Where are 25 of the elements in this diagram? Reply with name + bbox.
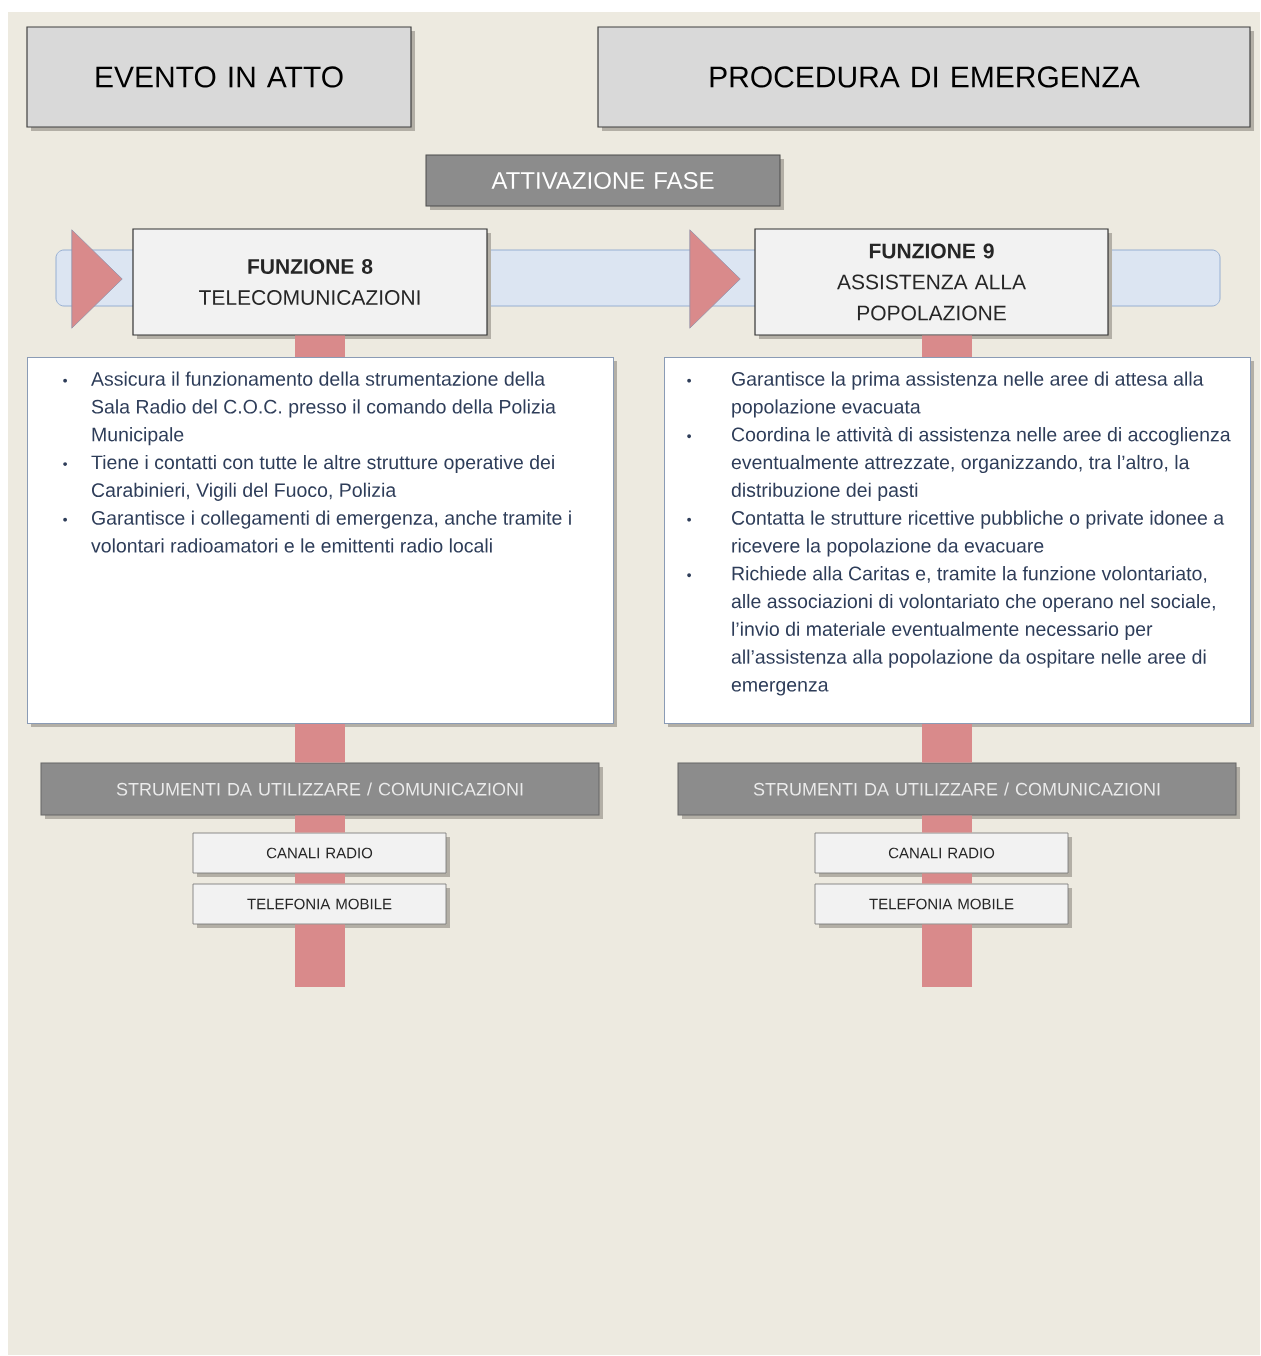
tool-box: CANALI RADIO — [814, 832, 1072, 877]
function-box: FUNZIONE 8 TELECOMUNICAZIONI — [132, 228, 491, 339]
connector-bar — [922, 873, 972, 884]
triangle-marker — [71, 229, 123, 329]
tools-banner: STRUMENTI DA UTILIZZARE / COMUNICAZIONI — [40, 762, 603, 819]
connector-bar — [295, 873, 345, 884]
task-list-box: Assicura il funzionamento della strumentazione della Sala Radio del C.O.C. presso il comando della Polizia Municipale Tiene i contatti con tutte le altre strutture operative dei Carabinieri, Vigili del Fuoco, Polizia Garantisce i collegamenti di emergenza, anche tramite i volontari radioamatori e le emittenti radio locali — [27, 357, 617, 727]
title-box: EVENTO IN ATTO — [26, 26, 415, 131]
connector-bar — [295, 335, 345, 357]
connector-bar — [922, 924, 972, 987]
connector-bar — [922, 724, 972, 763]
connector-bar — [295, 924, 345, 987]
triangle-marker — [689, 229, 741, 329]
tool-box: TELEFONIA MOBILE — [814, 883, 1072, 928]
title-box: PROCEDURA DI EMERGENZA — [597, 26, 1254, 131]
connector-bar — [295, 724, 345, 763]
connector-bar — [922, 815, 972, 833]
connector-bar — [922, 335, 972, 357]
task-list-box: Garantisce la prima assistenza nelle aree di attesa alla popolazione evacuata Coordina le attività di assistenza nelle aree di accoglienza eventualmente attrezzate, organizzando, tra l’altro, la distribuzione dei pasti Contatta le strutture ricettive pubbliche o private idonee a ricevere la popolazione da evacuare Richiede alla Caritas e, tramite la funzione volontariato, alle associazioni di volontariato che operano nel sociale, l’invio di materiale eventualmente necessario per all’assistenza alla popolazione da ospitare nelle aree di emergenza — [664, 357, 1254, 727]
phase-banner: ATTIVAZIONE FASE — [425, 154, 784, 210]
tools-banner: STRUMENTI DA UTILIZZARE / COMUNICAZIONI — [677, 762, 1240, 819]
tool-box: TELEFONIA MOBILE — [192, 883, 450, 928]
tool-box: CANALI RADIO — [192, 832, 450, 877]
connector-bar — [295, 815, 345, 833]
function-box: FUNZIONE 9 ASSISTENZA ALLA POPOLAZIONE — [754, 228, 1112, 339]
